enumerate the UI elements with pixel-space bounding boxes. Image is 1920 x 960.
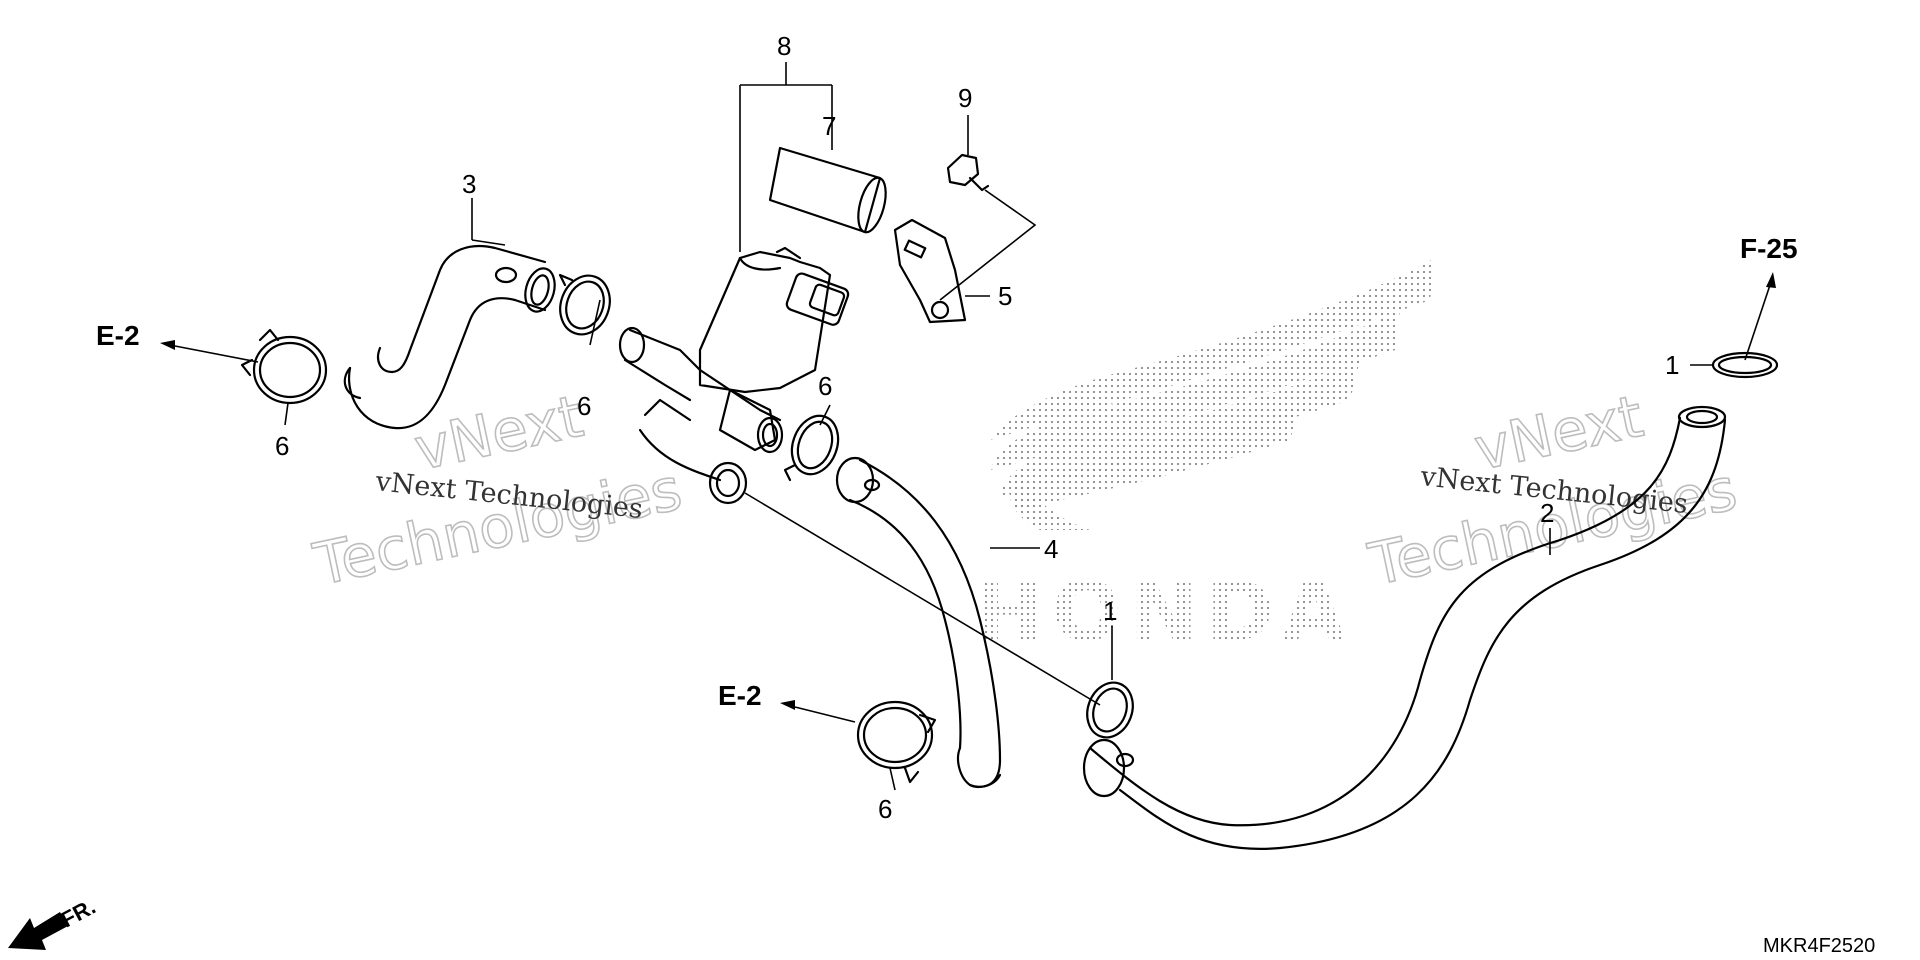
reference-e2-lower: E-2 bbox=[718, 680, 762, 711]
callout-7: 7 bbox=[822, 111, 836, 141]
leader-lines bbox=[160, 62, 1776, 791]
callout-6-middle: 6 bbox=[818, 371, 832, 401]
diagram-code: MKR4F2520 bbox=[1763, 935, 1875, 957]
logo-text: HONDA bbox=[975, 565, 1354, 660]
callout-6-lower: 6 bbox=[878, 794, 892, 824]
watermark-right: vNext Technologies vNext Technologies bbox=[1362, 381, 1743, 600]
clamp-part-6-left bbox=[240, 328, 328, 405]
callout-6-upper: 6 bbox=[577, 391, 591, 421]
hose-part-3 bbox=[343, 244, 556, 430]
stay-bracket-part-5 bbox=[893, 218, 967, 324]
bolt-part-9 bbox=[946, 153, 990, 192]
reference-f25: F-25 bbox=[1740, 233, 1798, 264]
clamp-part-6-middle bbox=[783, 414, 840, 482]
callout-8: 8 bbox=[777, 31, 791, 61]
ring-part-1-right bbox=[1711, 351, 1779, 379]
reference-e2-upper: E-2 bbox=[96, 320, 140, 351]
watermark-left-big-2: Technologies bbox=[308, 455, 688, 599]
front-direction-arrow-icon: FR. bbox=[8, 894, 100, 950]
callout-5: 5 bbox=[998, 281, 1012, 311]
callout-9: 9 bbox=[958, 83, 972, 113]
ring-part-1-lower bbox=[1086, 681, 1134, 739]
callout-4: 4 bbox=[1044, 534, 1058, 564]
callout-3: 3 bbox=[462, 169, 476, 199]
callout-1-right: 1 bbox=[1665, 350, 1679, 380]
clamp-part-6-upper bbox=[558, 273, 611, 336]
hose-part-4 bbox=[835, 456, 1002, 789]
callout-6-left: 6 bbox=[275, 431, 289, 461]
filter-part-7 bbox=[768, 146, 887, 234]
watermark-left-big-1: vNext bbox=[409, 382, 589, 484]
honda-wing-logo: HONDA bbox=[975, 258, 1435, 660]
callout-2: 2 bbox=[1540, 498, 1554, 528]
clamp-part-6-lower bbox=[856, 700, 937, 784]
air-injection-valve-part-8 bbox=[618, 246, 850, 505]
callout-1-lower: 1 bbox=[1103, 596, 1117, 626]
hose-part-2 bbox=[1082, 405, 1727, 850]
